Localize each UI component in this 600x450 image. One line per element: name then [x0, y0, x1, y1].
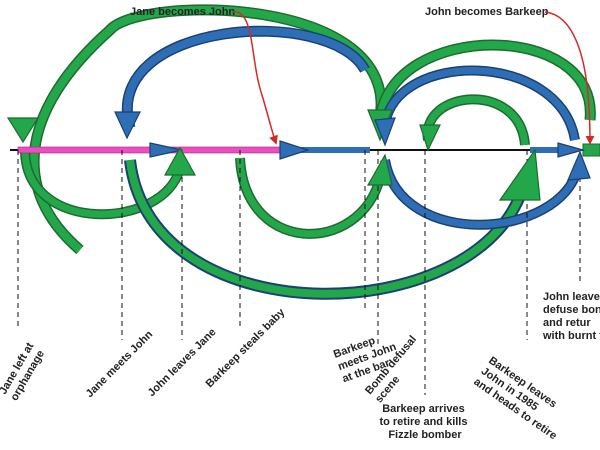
event-label-barkeep-leaves-john: Barkeep leaves John in 1985 and heads to…: [471, 355, 573, 443]
event-label-john-leaves-defuse: John leaves defuse bon and retur with bu…: [542, 291, 600, 342]
event-labels: Jane left at orphanage Jane meets John J…: [0, 291, 600, 442]
blue-arrow-pointing-right-2: [279, 140, 310, 160]
red-pointer-left: [231, 11, 278, 145]
event-label-barkeep-arrives: Barkeep arrives to retire and kills Fizz…: [379, 403, 470, 441]
green-arrowhead-upward-left: [163, 146, 197, 176]
blue-arrowhead-upward-right: [567, 150, 591, 181]
timeline-blue-segment-right: [530, 147, 575, 153]
event-label-john-leaves-jane: John leaves Jane: [146, 326, 219, 399]
blue-arrow-pointing-right-1: [149, 142, 183, 158]
green-arrowhead-left: [6, 117, 40, 144]
blue-arc-right-low: [380, 158, 583, 230]
green-arrowhead-small-loop: [419, 124, 441, 152]
green-arc-mid-low: [235, 157, 387, 239]
timeline-blue-segment: [300, 147, 370, 153]
timeline-green-end: [582, 143, 600, 157]
timeline: [10, 143, 600, 157]
event-label-barkeep-steals-baby: Barkeep steals baby: [204, 306, 288, 390]
annotation-jane-becomes-john: Jane becomes John: [130, 6, 235, 18]
blue-arrowhead-mid: [374, 117, 396, 147]
event-label-jane-meets-john: Jane meets John: [84, 328, 156, 400]
green-arrowhead-right-up: [498, 148, 541, 201]
timeline-pink-segment: [17, 146, 281, 154]
annotation-john-becomes-barkeep: John becomes Barkeep: [425, 6, 549, 18]
top-annotations: Jane becomes John John becomes Barkeep: [130, 6, 595, 145]
event-label-jane-left-at-orphanage: Jane left at orphanage: [0, 338, 49, 403]
blue-arrowhead-right: [557, 142, 586, 158]
red-pointer-right: [544, 11, 595, 145]
green-arrowhead-upward-mid: [366, 153, 393, 186]
arrowheads: [6, 109, 591, 201]
loop-arrows: [20, 4, 596, 300]
blue-arrowhead-left: [114, 111, 141, 140]
